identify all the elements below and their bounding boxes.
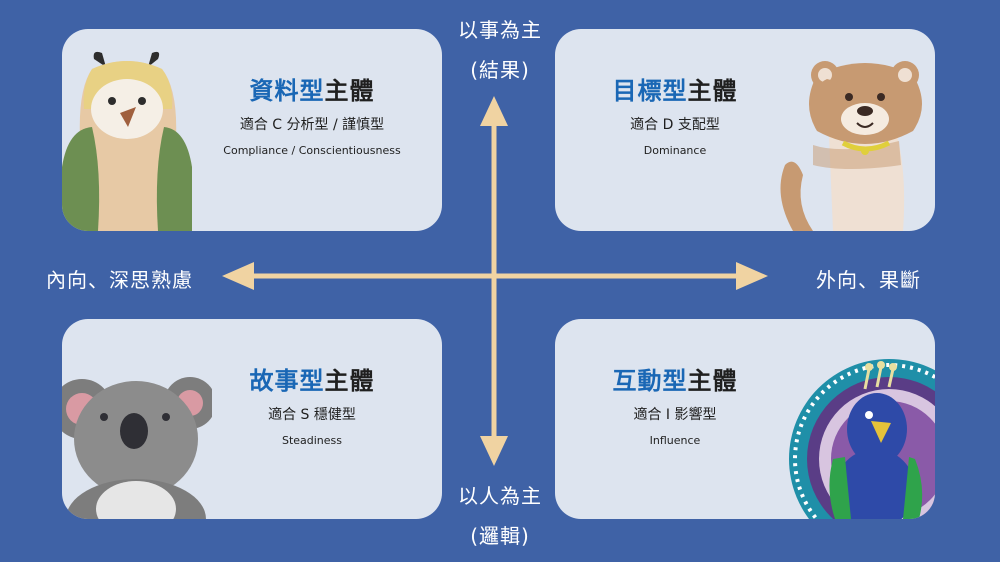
quadrant-subtitle: 適合 S 穩健型 <box>268 407 356 423</box>
quadrant-title-rest: 主體 <box>324 367 375 395</box>
arrow-up-icon <box>480 96 508 126</box>
quadrant-title: 互動型主體 <box>555 365 795 397</box>
owl-icon <box>62 51 192 231</box>
quadrant-english: Influence <box>649 434 701 447</box>
axis-label-top: 以事為主 <box>458 18 542 42</box>
quadrant-card-goal-type: 目標型主體 適合 D 支配型 Dominance <box>555 29 935 231</box>
quadrant-title-accent: 資料型 <box>249 77 325 105</box>
card-text-group: 互動型主體 適合 I 影響型 Influence <box>555 365 795 449</box>
card-text-group: 故事型主體 適合 S 穩健型 Steadiness <box>192 365 432 449</box>
quadrant-subtitle: 適合 C 分析型 / 謹慎型 <box>239 117 385 133</box>
quadrant-card-data-type: 資料型主體 適合 C 分析型 / 謹慎型 Compliance / Consci… <box>62 29 442 231</box>
card-text-group: 目標型主體 適合 D 支配型 Dominance <box>555 75 795 159</box>
axis-label-top-sub: (結果) <box>470 58 530 82</box>
quadrant-title-rest: 主體 <box>324 77 375 105</box>
axis-label-bottom-sub: (邏輯) <box>470 524 530 548</box>
quadrant-title: 資料型主體 <box>192 75 432 107</box>
quadrant-title-accent: 目標型 <box>612 77 688 105</box>
arrow-right-icon <box>736 262 768 290</box>
quadrant-english: Compliance / Conscientiousness <box>223 144 401 157</box>
quadrant-title-accent: 故事型 <box>249 367 325 395</box>
quadrant-card-story-type: 故事型主體 適合 S 穩健型 Steadiness <box>62 319 442 519</box>
arrow-left-icon <box>222 262 254 290</box>
koala-icon <box>62 377 212 519</box>
quadrant-english: Dominance <box>643 144 707 157</box>
quadrant-english: Steadiness <box>281 434 343 447</box>
quadrant-title: 目標型主體 <box>555 75 795 107</box>
tiger-icon <box>780 61 922 231</box>
quadrant-title-rest: 主體 <box>687 367 738 395</box>
axis-label-bottom: 以人為主 <box>458 484 542 508</box>
arrow-down-icon <box>480 436 508 466</box>
quadrant-title: 故事型主體 <box>192 365 432 397</box>
axis-label-left: 內向、深思熟慮 <box>46 268 193 292</box>
card-text-group: 資料型主體 適合 C 分析型 / 謹慎型 Compliance / Consci… <box>192 75 432 159</box>
quadrant-title-rest: 主體 <box>687 77 738 105</box>
quadrant-subtitle: 適合 I 影響型 <box>633 407 717 423</box>
quadrant-card-interaction-type: 互動型主體 適合 I 影響型 Influence <box>555 319 935 519</box>
axis-label-right: 外向、果斷 <box>816 268 921 292</box>
quadrant-title-accent: 互動型 <box>612 367 688 395</box>
quadrant-subtitle: 適合 D 支配型 <box>630 117 720 133</box>
peacock-icon <box>789 359 935 519</box>
